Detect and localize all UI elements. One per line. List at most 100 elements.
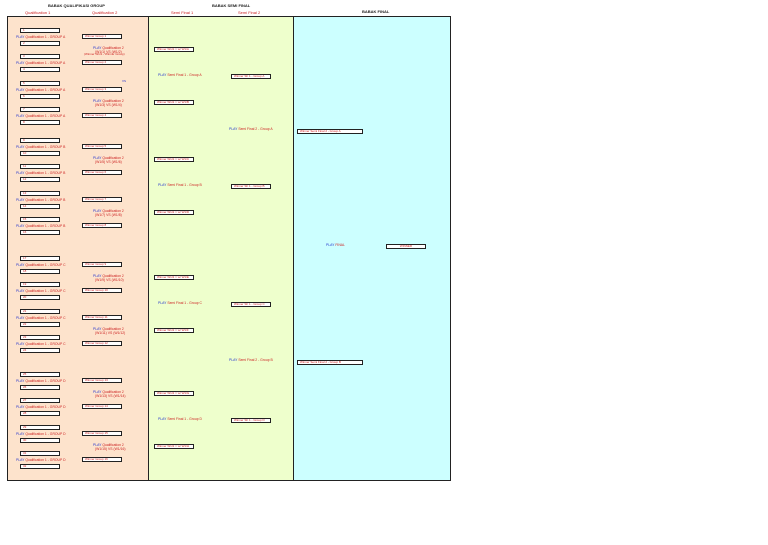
seed-slot[interactable]: 5 xyxy=(20,80,60,86)
semi-final-1-winner-box[interactable]: Winner SF 1 - Group A xyxy=(231,73,271,79)
semi-final-1-entry-box[interactable]: Winner W1/2 = w/ W1/H xyxy=(154,444,194,449)
semi-final-1-entry-box[interactable]: Winner W1/2 = w/ W1/C xyxy=(154,157,194,162)
semi-final-1-winner-box[interactable]: Winner SF 1 - Group C xyxy=(231,301,271,307)
seed-slot[interactable]: 28 xyxy=(20,410,60,416)
play-text: PLAY xyxy=(16,60,26,65)
match-text: Semi Final 1 - Group B xyxy=(167,183,202,187)
final-match-label: PLAY FINAL xyxy=(326,243,345,247)
seed-slot[interactable]: 11 xyxy=(20,163,60,169)
semi-final-1-entry-box[interactable]: Winner W1/2 = w/ W1/E xyxy=(154,275,194,280)
match-text: Qualification 1 - GROUP A xyxy=(25,34,66,39)
qualification-1-winner-box[interactable]: Winner Group 15 xyxy=(82,431,122,436)
seed-slot[interactable]: 13 xyxy=(20,190,60,196)
play-text: PLAY xyxy=(16,431,26,436)
qualification-2-note: (Winner W1/1 - Winner Group) xyxy=(84,52,125,56)
seed-slot[interactable]: 12 xyxy=(20,176,60,182)
qualification-1-match-label: PLAY Qualification 1 - GROUP A xyxy=(16,114,65,118)
qualification-1-match-label: PLAY Qualification 1 - GROUP C xyxy=(16,289,66,293)
seed-slot[interactable]: 19 xyxy=(20,281,60,287)
seed-slot[interactable]: 22 xyxy=(20,321,60,327)
seed-slot[interactable]: 9 xyxy=(20,137,60,143)
qualification-1-match-label: PLAY Qualification 1 - GROUP A xyxy=(16,61,65,65)
semi-final-2-winner-box[interactable]: Winner Semi Final 2 - Group B xyxy=(297,359,363,365)
qualification-1-winner-box[interactable]: Winner Group 2 xyxy=(82,60,122,65)
qualification-2-match-label: PLAY Qualification 2(W1/13) VS (W1/14) xyxy=(93,390,126,398)
semi-final-1-entry-box[interactable]: Winner W1/2 = w/ W1/G xyxy=(154,391,194,396)
seed-slot[interactable]: 2 xyxy=(20,40,60,46)
play-text: PLAY xyxy=(158,183,168,187)
seed-slot[interactable]: 6 xyxy=(20,93,60,99)
seed-slot[interactable]: 23 xyxy=(20,334,60,340)
seed-slot[interactable]: 27 xyxy=(20,397,60,403)
match-versus-text: (W1/11) VS (W1/12) xyxy=(95,330,126,335)
seed-slot[interactable]: 18 xyxy=(20,268,60,274)
seed-slot[interactable]: 14 xyxy=(20,203,60,209)
qualification-1-winner-box[interactable]: Winner Group 11 xyxy=(82,315,122,320)
seed-slot[interactable]: 3 xyxy=(20,53,60,59)
match-text: Qualification 1 - GROUP D xyxy=(25,431,66,436)
seed-slot[interactable]: 25 xyxy=(20,371,60,377)
seed-slot[interactable]: 8 xyxy=(20,119,60,125)
semi-final-1-winner-box[interactable]: Winner SF 1 - Group B xyxy=(231,183,271,189)
qualification-1-winner-box[interactable]: Winner Group 12 xyxy=(82,341,122,346)
qualification-1-match-label: PLAY Qualification 1 - GROUP D xyxy=(16,432,66,436)
semi-final-1-match-label: PLAY Semi Final 1 - Group A xyxy=(158,73,202,77)
qualification-2-match-label: PLAY Qualification 2(W1/15) VS (W1/16) xyxy=(93,443,126,451)
qualification-1-winner-box[interactable]: Winner Group 1 xyxy=(82,34,122,39)
qualification-1-winner-box[interactable]: Winner Group 6 xyxy=(82,170,122,175)
match-text: Qualification 1 - GROUP D xyxy=(25,404,66,409)
qualification-2-vs-note: VS xyxy=(122,79,127,83)
semi-final-1-entry-box[interactable]: Winner W1/2 = w/ W1/F xyxy=(154,328,194,333)
seed-slot[interactable]: 1 xyxy=(20,27,60,33)
seed-slot[interactable]: 29 xyxy=(20,424,60,430)
seed-slot[interactable]: 32 xyxy=(20,463,60,469)
qualification-1-match-label: PLAY Qualification 1 - GROUP C xyxy=(16,263,66,267)
qualification-1-winner-box[interactable]: Winner Group 16 xyxy=(82,457,122,462)
seed-slot[interactable]: 17 xyxy=(20,255,60,261)
qualification-1-winner-box[interactable]: Winner Group 10 xyxy=(82,288,122,293)
semi-final-1-entry-box[interactable]: Winner W1/2 = w/ W1/A xyxy=(154,47,194,52)
seed-slot[interactable]: 30 xyxy=(20,437,60,443)
seed-slot[interactable]: 24 xyxy=(20,347,60,353)
match-versus-text: (W1/13) VS (W1/14) xyxy=(95,393,126,398)
qualification-1-winner-box[interactable]: Winner Group 8 xyxy=(82,223,122,228)
match-text: Qualification 1 - GROUP B xyxy=(25,197,66,202)
seed-slot[interactable]: 4 xyxy=(20,66,60,72)
qualification-1-match-label: PLAY Qualification 1 - GROUP B xyxy=(16,198,65,202)
match-text: Qualification 1 - GROUP C xyxy=(25,288,66,293)
qualification-1-winner-box[interactable]: Winner Group 14 xyxy=(82,404,122,409)
semi-final-1-entry-box[interactable]: Winner W1/2 = w/ W1/B xyxy=(154,100,194,105)
qualification-1-winner-box[interactable]: Winner Group 9 xyxy=(82,262,122,267)
seed-slot[interactable]: 10 xyxy=(20,150,60,156)
seed-slot[interactable]: 16 xyxy=(20,229,60,235)
match-text: Qualification 1 - GROUP C xyxy=(25,315,66,320)
qualification-1-winner-box[interactable]: Winner Group 3 xyxy=(82,87,122,92)
qualification-1-match-label: PLAY Qualification 1 - GROUP A xyxy=(16,88,65,92)
semi-final-2-winner-box[interactable]: Winner Semi Final 2 - Group A xyxy=(297,128,363,134)
semi-final-title: BABAK SEMI FINAL xyxy=(212,3,251,8)
match-text: Semi Final 2 - Group B xyxy=(238,358,273,362)
qualification-2-match-label: PLAY Qualification 2(W1/9) VS (W1/10) xyxy=(93,274,124,282)
semi-final-1-winner-box[interactable]: Winner SF 1 - Group D xyxy=(231,417,271,423)
qualification-1-winner-box[interactable]: Winner Group 7 xyxy=(82,197,122,202)
qualification-1-winner-box[interactable]: Winner Group 5 xyxy=(82,144,122,149)
match-text: Qualification 2 xyxy=(102,442,124,447)
qualification-1-winner-box[interactable]: Winner Group 4 xyxy=(82,113,122,118)
semi-final-1-header: Semi Final 1 xyxy=(171,10,194,15)
play-text: PLAY xyxy=(16,170,26,175)
seed-slot[interactable]: 15 xyxy=(20,216,60,222)
seed-slot[interactable]: 7 xyxy=(20,106,60,112)
qualification-1-winner-box[interactable]: Winner Group 13 xyxy=(82,378,122,383)
seed-slot[interactable]: 21 xyxy=(20,308,60,314)
semi-final-1-entry-box[interactable]: Winner W1/2 = w/ W1/D xyxy=(154,210,194,215)
play-text: PLAY xyxy=(229,358,239,362)
play-text: PLAY xyxy=(16,34,26,39)
match-text: Qualification 2 xyxy=(102,98,124,103)
seed-slot[interactable]: 20 xyxy=(20,294,60,300)
winner-box[interactable]: WINNER xyxy=(386,244,426,249)
match-text: Semi Final 2 - Group A xyxy=(238,127,273,131)
match-text: Qualification 1 - GROUP B xyxy=(25,144,66,149)
seed-slot[interactable]: 31 xyxy=(20,450,60,456)
seed-slot[interactable]: 26 xyxy=(20,384,60,390)
qualification-1-header: Qualification 1 xyxy=(25,10,51,15)
